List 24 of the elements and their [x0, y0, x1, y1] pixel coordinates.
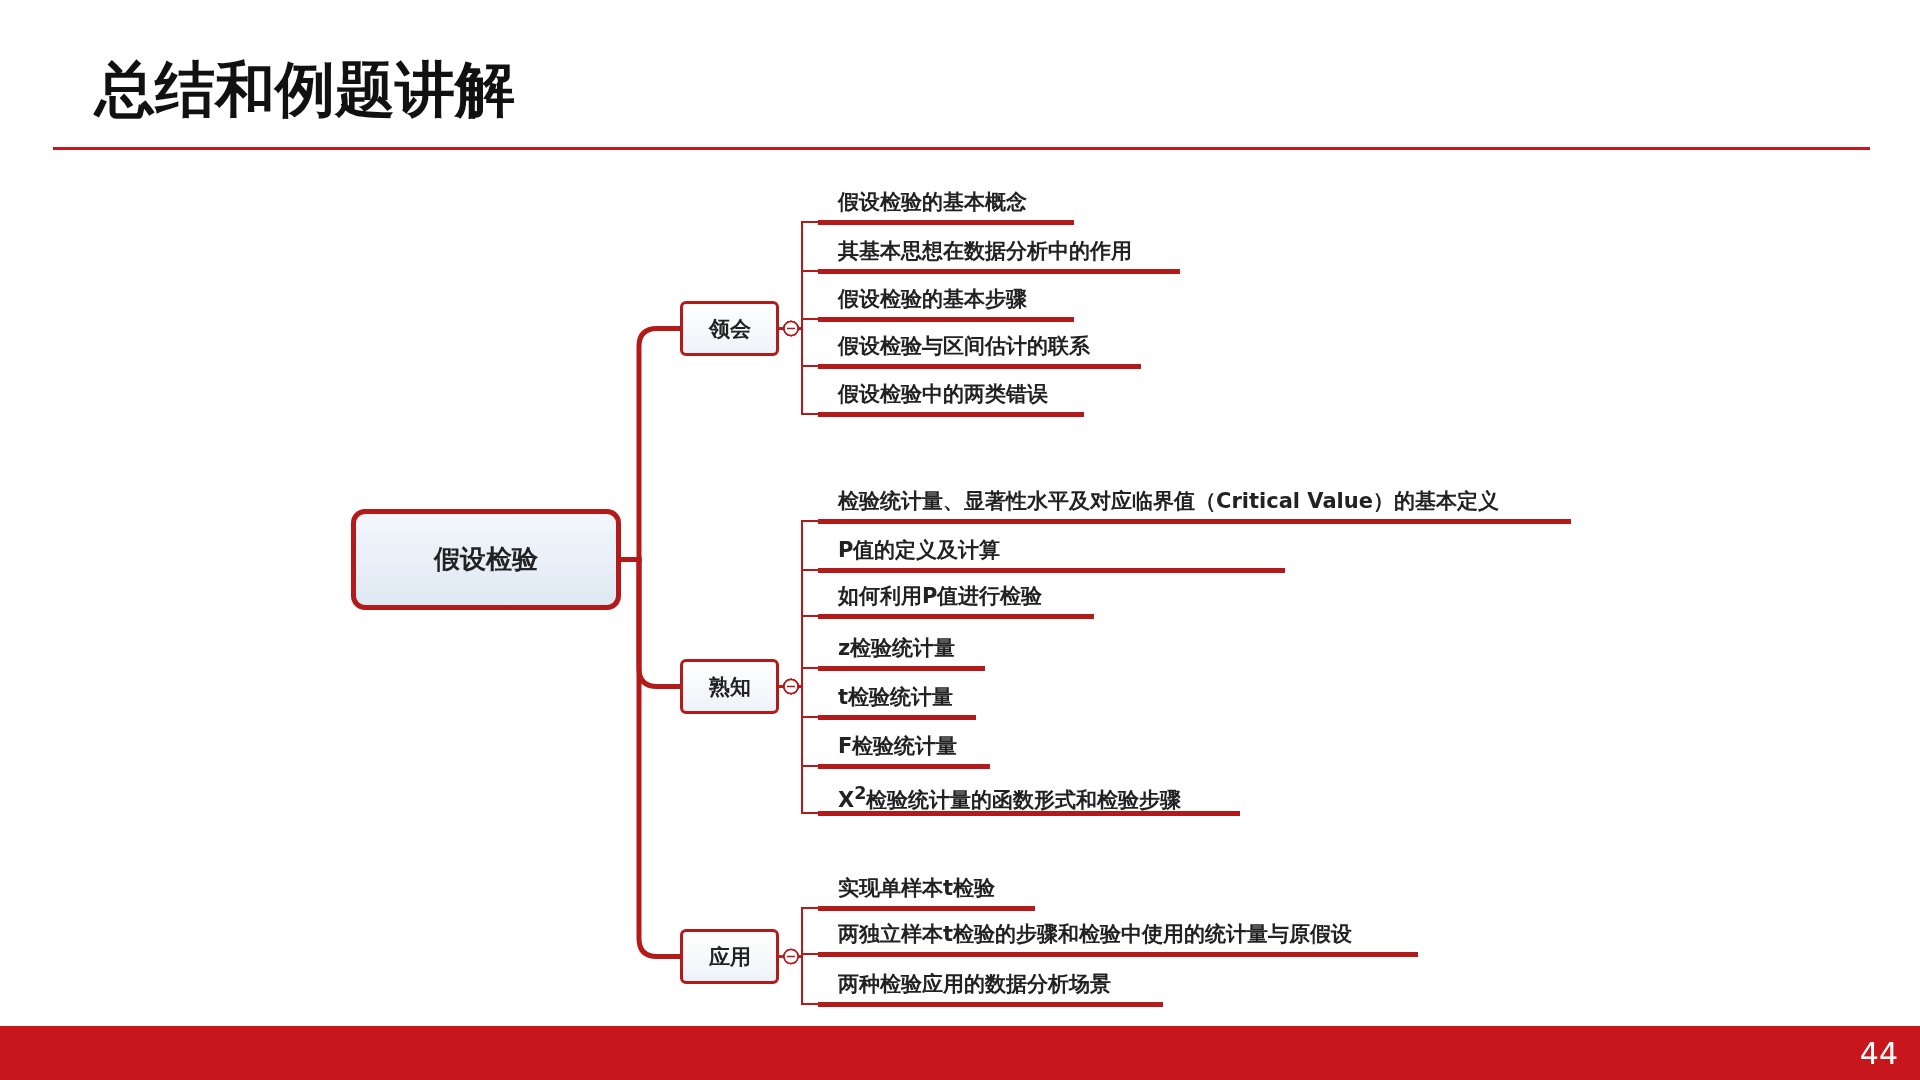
underlined-item: 假设检验的基本步骤	[818, 282, 1074, 322]
underlined-item: 假设检验中的两类错误	[818, 377, 1084, 417]
underlined-item: F检验统计量	[818, 729, 990, 769]
underlined-item: P值的定义及计算	[818, 533, 1285, 573]
page-number: 44	[1859, 1036, 1898, 1071]
branch-box: 应用	[680, 929, 779, 984]
underlined-item: 假设检验的基本概念	[818, 185, 1074, 225]
underlined-item: 其基本思想在数据分析中的作用	[818, 234, 1180, 274]
underlined-item: X$^{2}$检验统计量的函数形式和检验步骤	[818, 776, 1240, 816]
underlined-item: 两种检验应用的数据分析场景	[818, 967, 1163, 1007]
underlined-item: 假设检验与区间估计的联系	[818, 329, 1141, 369]
connector-line	[778, 948, 819, 1005]
branch-box: 领会	[680, 301, 779, 356]
branch-box: 熟知	[680, 659, 779, 714]
underlined-item: t检验统计量	[818, 680, 976, 720]
underlined-item: 如何利用P值进行检验	[818, 579, 1094, 619]
underlined-item: 检验统计量、显著性水平及对应临界值（Critical Value）的基本定义	[818, 484, 1571, 524]
underlined-item: 两独立样本t检验的步骤和检验中使用的统计量与原假设	[818, 917, 1418, 957]
underlined-item: 实现单样本t检验	[818, 871, 1035, 911]
connector-line	[778, 320, 819, 415]
underlined-item: z检验统计量	[818, 631, 985, 671]
slide-title: 总结和例题讲解	[95, 53, 515, 126]
topic-box: 假设检验	[351, 509, 621, 610]
connector-line	[621, 557, 680, 959]
